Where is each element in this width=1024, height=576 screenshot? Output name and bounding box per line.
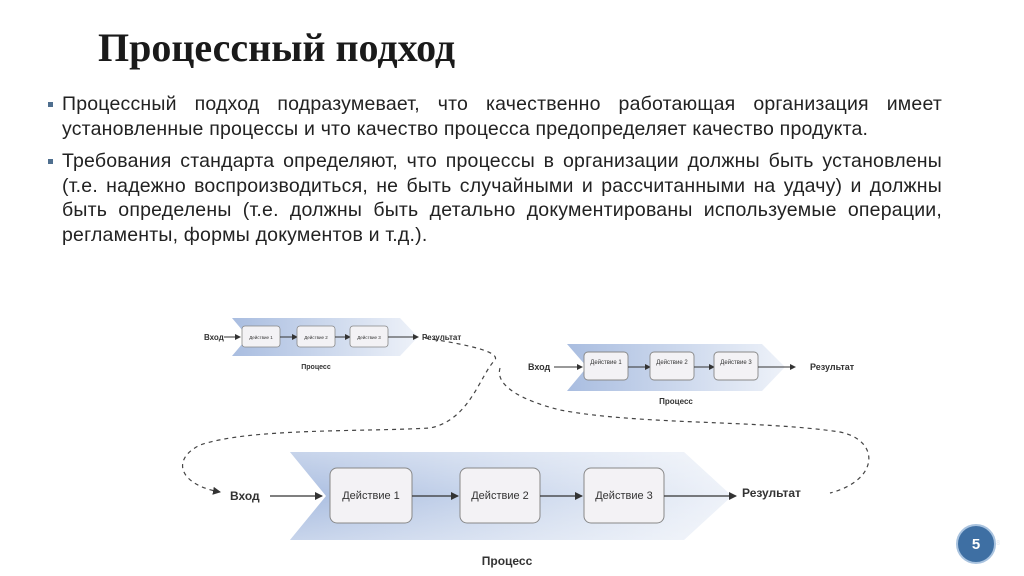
action-label: Действие 2 (471, 490, 529, 502)
page-number: 5 (971, 535, 981, 553)
action-label: Действие 2 (304, 334, 328, 340)
bullet-square-icon (48, 159, 53, 164)
bullet-text: Процессный подход подразумевает, что кач… (62, 93, 942, 140)
process-caption: Процесс (482, 554, 533, 568)
process-input-label: Вход (230, 489, 260, 503)
dashed-connector (498, 367, 870, 494)
bullet-item: Требования стандарта определяют, что про… (48, 149, 942, 247)
bullet-square-icon (48, 102, 53, 107)
process-caption: Процесс (659, 397, 693, 406)
action-label: Действие 2 (656, 359, 688, 366)
process-output-label: Результат (810, 362, 855, 372)
action-label: Действие 3 (357, 334, 381, 340)
process-small: Вход Действие 1 Действие 2 Действие 3 Ре… (204, 318, 461, 371)
process-input-label: Вход (528, 362, 551, 372)
action-box (713, 351, 759, 381)
bullet-item: Процессный подход подразумевает, что кач… (48, 92, 942, 141)
action-box (583, 351, 629, 381)
action-box (649, 351, 695, 381)
process-input-label: Вход (204, 333, 224, 342)
process-output-label: Результат (742, 486, 801, 500)
action-label: Действие 3 (720, 359, 752, 366)
action-label: Действие 1 (249, 334, 273, 340)
process-caption: Процесс (301, 364, 331, 371)
slide-title: Процессный подход (98, 25, 456, 70)
process-medium: Вход Действие 1 Действие 2 Действие 3 Ре… (528, 344, 855, 406)
action-label: Действие 3 (595, 490, 653, 502)
bullet-list: Процессный подход подразумевает, что кач… (48, 92, 942, 255)
page-number-badge: 5 8 (956, 524, 1000, 564)
process-output-label: Результат (422, 333, 461, 342)
dashed-connector (182, 337, 497, 495)
page-number-suffix: 8 (996, 540, 1000, 547)
process-large: Вход Действие 1 Действие 2 Действие 3 Ре… (230, 452, 801, 568)
action-label: Действие 1 (342, 490, 400, 502)
bullet-text: Требования стандарта определяют, что про… (62, 150, 942, 246)
action-label: Действие 1 (590, 359, 622, 366)
